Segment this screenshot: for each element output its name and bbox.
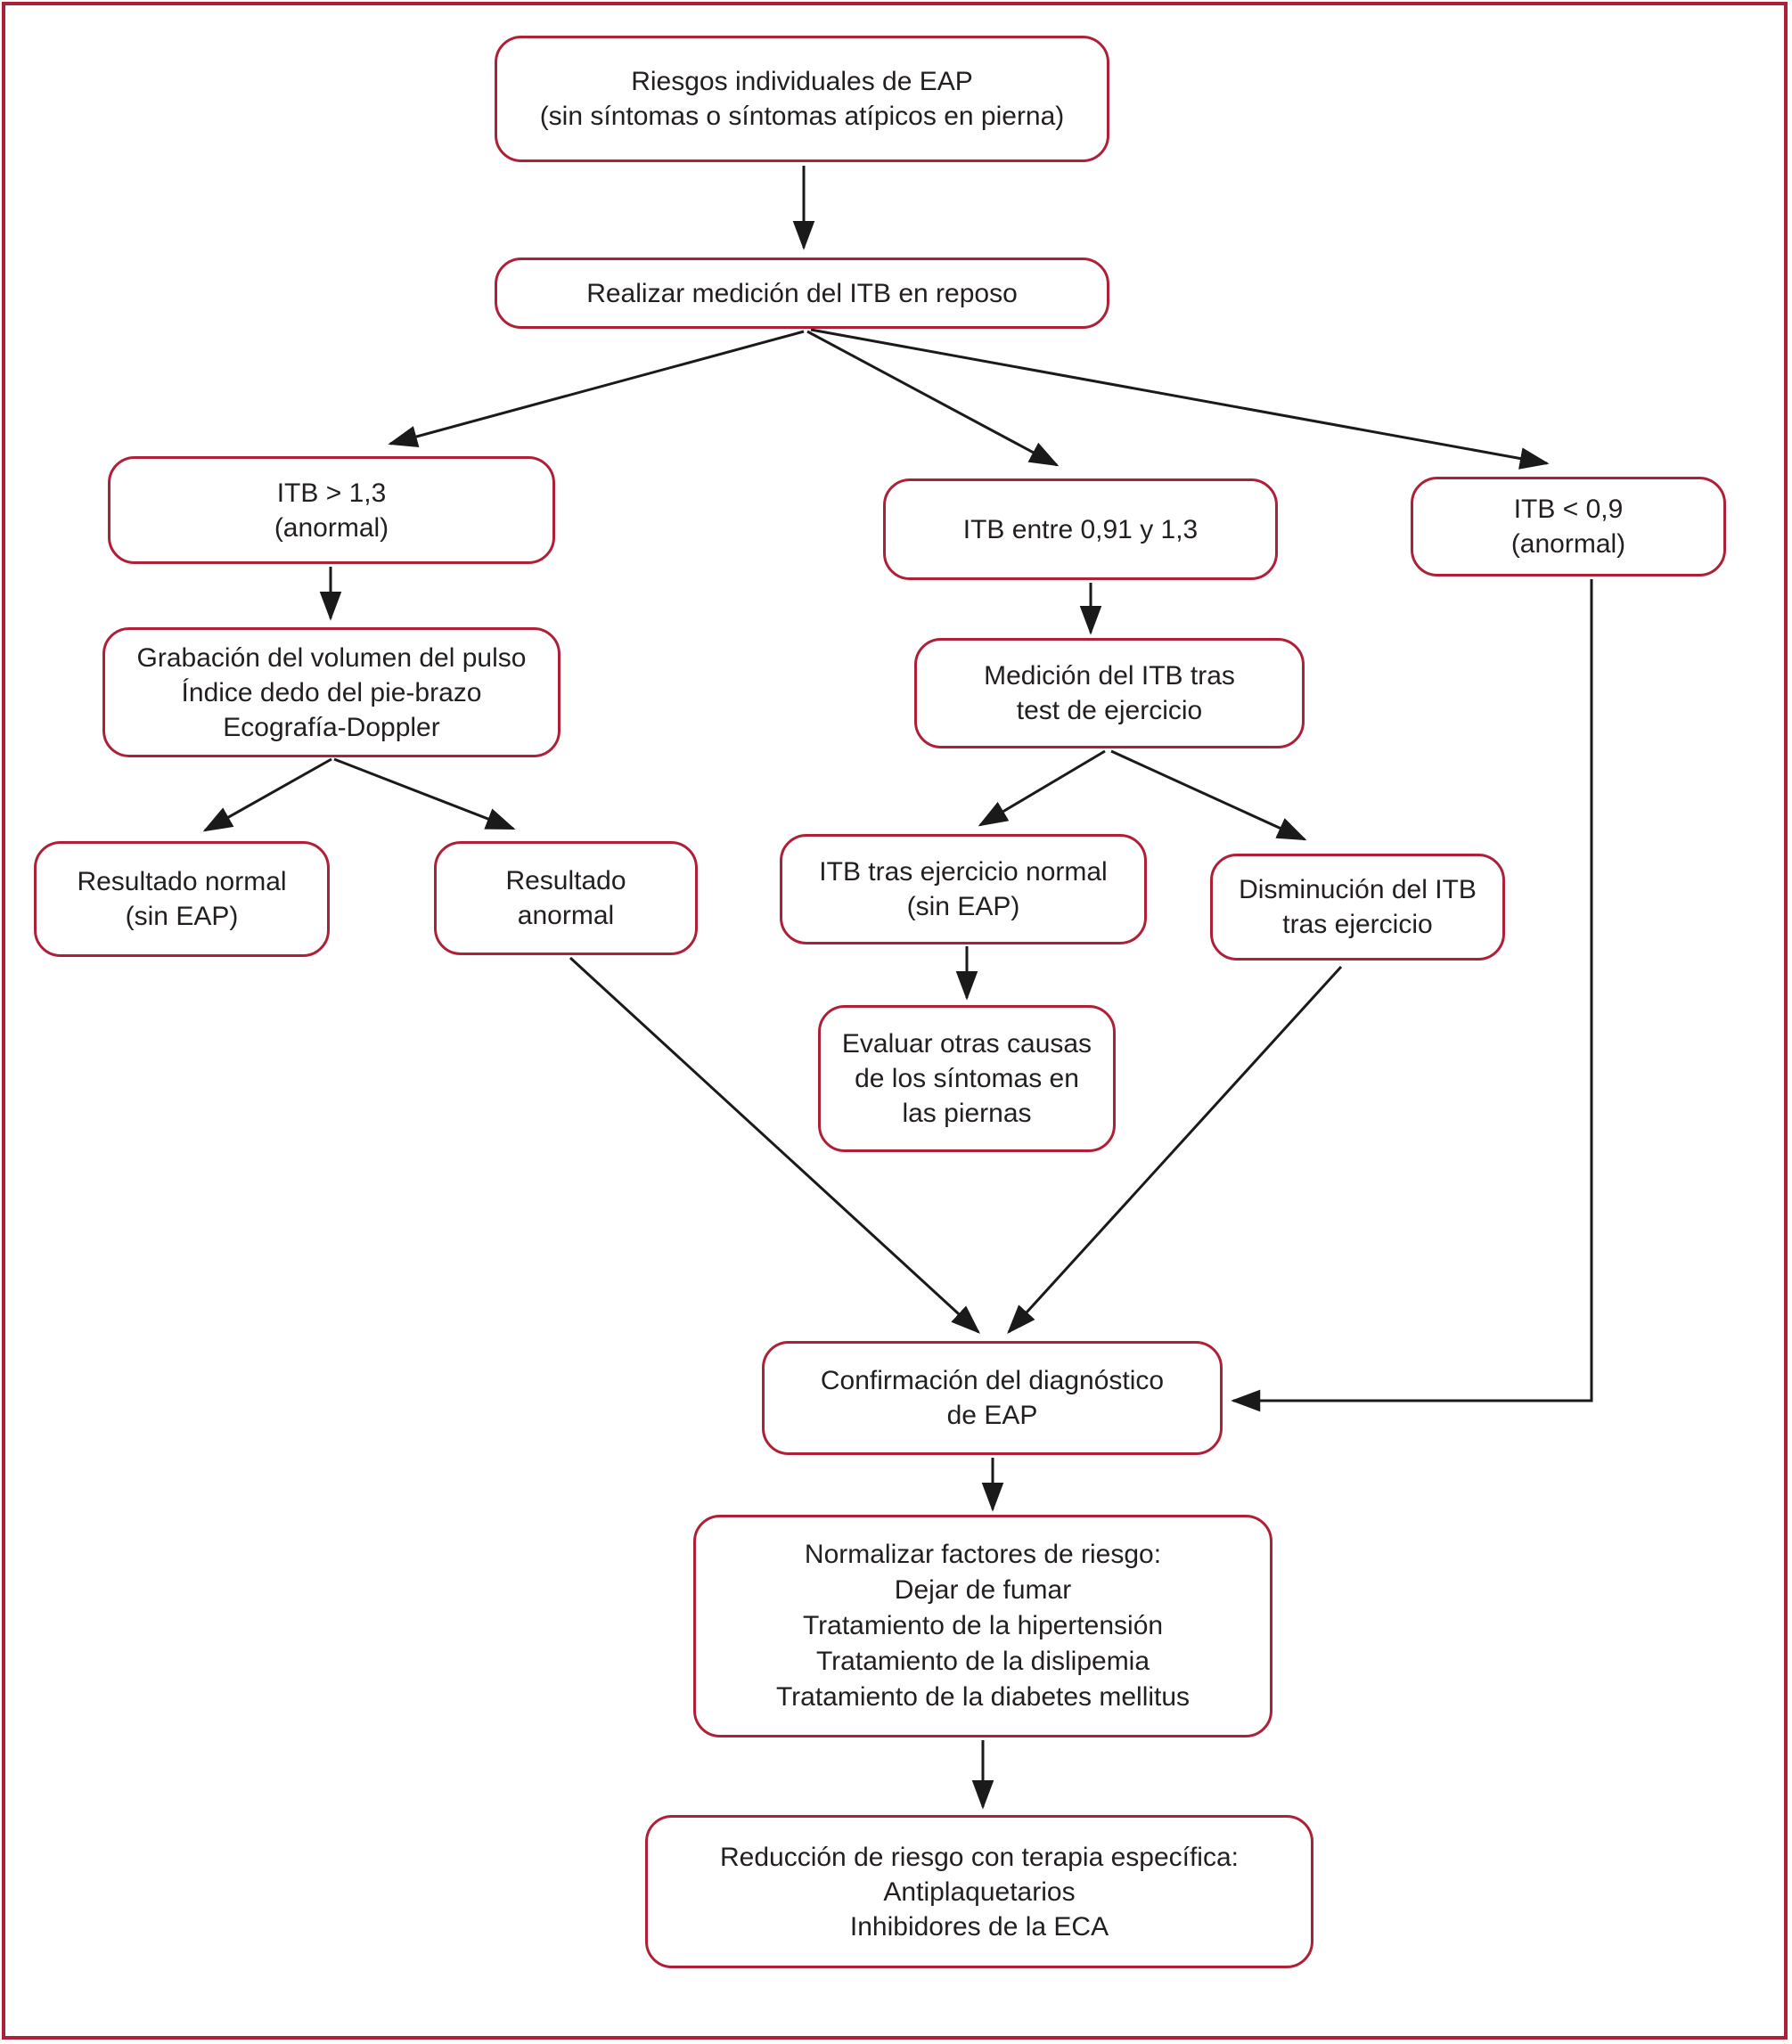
node-itb-menor-0-9: ITB < 0,9 (anormal) bbox=[1411, 477, 1726, 576]
node-evaluar-otras-causas: Evaluar otras causas de los síntomas en … bbox=[818, 1005, 1116, 1152]
arrow-grabacion-to-resultado-normal bbox=[202, 757, 332, 832]
node-text-line: Tratamiento de la diabetes mellitus bbox=[775, 1682, 1191, 1713]
node-text-line: Reducción de riesgo con terapia específi… bbox=[719, 1842, 1239, 1872]
arrow-medicion-to-itb-ejercicio-normal bbox=[978, 749, 1106, 827]
node-text-line: Resultado bbox=[505, 866, 626, 895]
node-text-line: Normalizar factores de riesgo: bbox=[804, 1539, 1162, 1569]
node-text-line: Resultado normal bbox=[77, 867, 287, 896]
node-text-line: (anormal) bbox=[274, 512, 389, 543]
arrow-realizar-to-itb-alto bbox=[388, 330, 805, 448]
node-text-line: ITB > 1,3 bbox=[276, 478, 387, 508]
node-text-line: anormal bbox=[517, 901, 615, 930]
node-text-line: Antiplaquetarios bbox=[883, 1876, 1076, 1907]
node-text-line: (anormal) bbox=[1510, 529, 1626, 559]
node-text-line: ITB < 0,9 bbox=[1513, 495, 1624, 524]
node-confirmacion-diagnostico-eap: Confirmación del diagnóstico de EAP bbox=[762, 1341, 1223, 1455]
node-text-line: ITB tras ejercicio normal bbox=[819, 857, 1108, 887]
node-itb-entre-091-13: ITB entre 0,91 y 1,3 bbox=[883, 478, 1278, 580]
node-text-line: (sin EAP) bbox=[125, 902, 239, 931]
node-grabacion-volumen-pulso: Grabación del volumen del pulso Índice d… bbox=[102, 627, 561, 757]
node-resultado-anormal: Resultado anormal bbox=[434, 841, 698, 955]
node-text-line: (sin síntomas o síntomas atípicos en pie… bbox=[539, 102, 1065, 131]
node-medicion-itb-tras-ejercicio: Medición del ITB tras test de ejercicio bbox=[914, 638, 1305, 748]
node-text-line: Confirmación del diagnóstico bbox=[820, 1366, 1165, 1395]
node-text-line: tras ejercicio bbox=[1282, 910, 1433, 939]
node-text-line: Evaluar otras causas bbox=[841, 1029, 1092, 1059]
arrow-realizar-to-itb-bajo bbox=[810, 328, 1550, 470]
node-text-line: Dejar de fumar bbox=[894, 1574, 1072, 1605]
node-text-line: Tratamiento de la dislipemia bbox=[815, 1647, 1150, 1677]
node-text-line: las piernas bbox=[902, 1099, 1032, 1128]
arrow-grabacion-to-resultado-anormal bbox=[333, 757, 516, 830]
node-text-line: Índice dedo del pie-brazo bbox=[181, 677, 482, 707]
node-text-line: Inhibidores de la ECA bbox=[849, 1911, 1109, 1942]
arrow-resultado-anormal-to-confirmacion bbox=[569, 956, 981, 1334]
node-itb-mayor-1-3: ITB > 1,3 (anormal) bbox=[108, 456, 555, 564]
node-disminucion-itb-tras-ejercicio: Disminución del ITB tras ejercicio bbox=[1210, 854, 1505, 961]
arrow-realizar-to-itb-medio bbox=[806, 330, 1060, 467]
node-text-line: Medición del ITB tras bbox=[984, 661, 1235, 691]
node-text-line: test de ejercicio bbox=[1016, 696, 1203, 725]
node-riesgos-individuales: Riesgos individuales de EAP (sin síntoma… bbox=[495, 36, 1109, 162]
node-realizar-medicion-itb-reposo: Realizar medición del ITB en reposo bbox=[495, 258, 1109, 329]
node-text-line: ITB entre 0,91 y 1,3 bbox=[962, 514, 1199, 544]
node-text-line: de EAP bbox=[946, 1401, 1038, 1430]
arrow-itb-bajo-to-confirmacion bbox=[1231, 579, 1593, 1412]
node-resultado-normal: Resultado normal (sin EAP) bbox=[34, 841, 330, 957]
node-text-line: de los síntomas en bbox=[855, 1064, 1079, 1093]
node-text-line: Ecografía-Doppler bbox=[223, 712, 440, 742]
node-text-line: Disminución del ITB bbox=[1239, 875, 1477, 904]
node-itb-tras-ejercicio-normal: ITB tras ejercicio normal (sin EAP) bbox=[780, 834, 1147, 944]
node-reduccion-riesgo-terapia: Reducción de riesgo con terapia específi… bbox=[645, 1815, 1313, 1968]
node-text-line: Tratamiento de la hipertensión bbox=[802, 1610, 1164, 1640]
node-text-line: Grabación del volumen del pulso bbox=[136, 642, 527, 673]
arrow-disminucion-to-confirmacion bbox=[1007, 965, 1343, 1335]
arrow-medicion-to-disminucion bbox=[1110, 749, 1307, 841]
node-text-line: Riesgos individuales de EAP bbox=[631, 67, 973, 96]
node-text-line: (sin EAP) bbox=[906, 892, 1020, 921]
node-normalizar-factores-riesgo: Normalizar factores de riesgo: Dejar de … bbox=[693, 1515, 1272, 1737]
node-text-line: Realizar medición del ITB en reposo bbox=[586, 278, 1018, 308]
